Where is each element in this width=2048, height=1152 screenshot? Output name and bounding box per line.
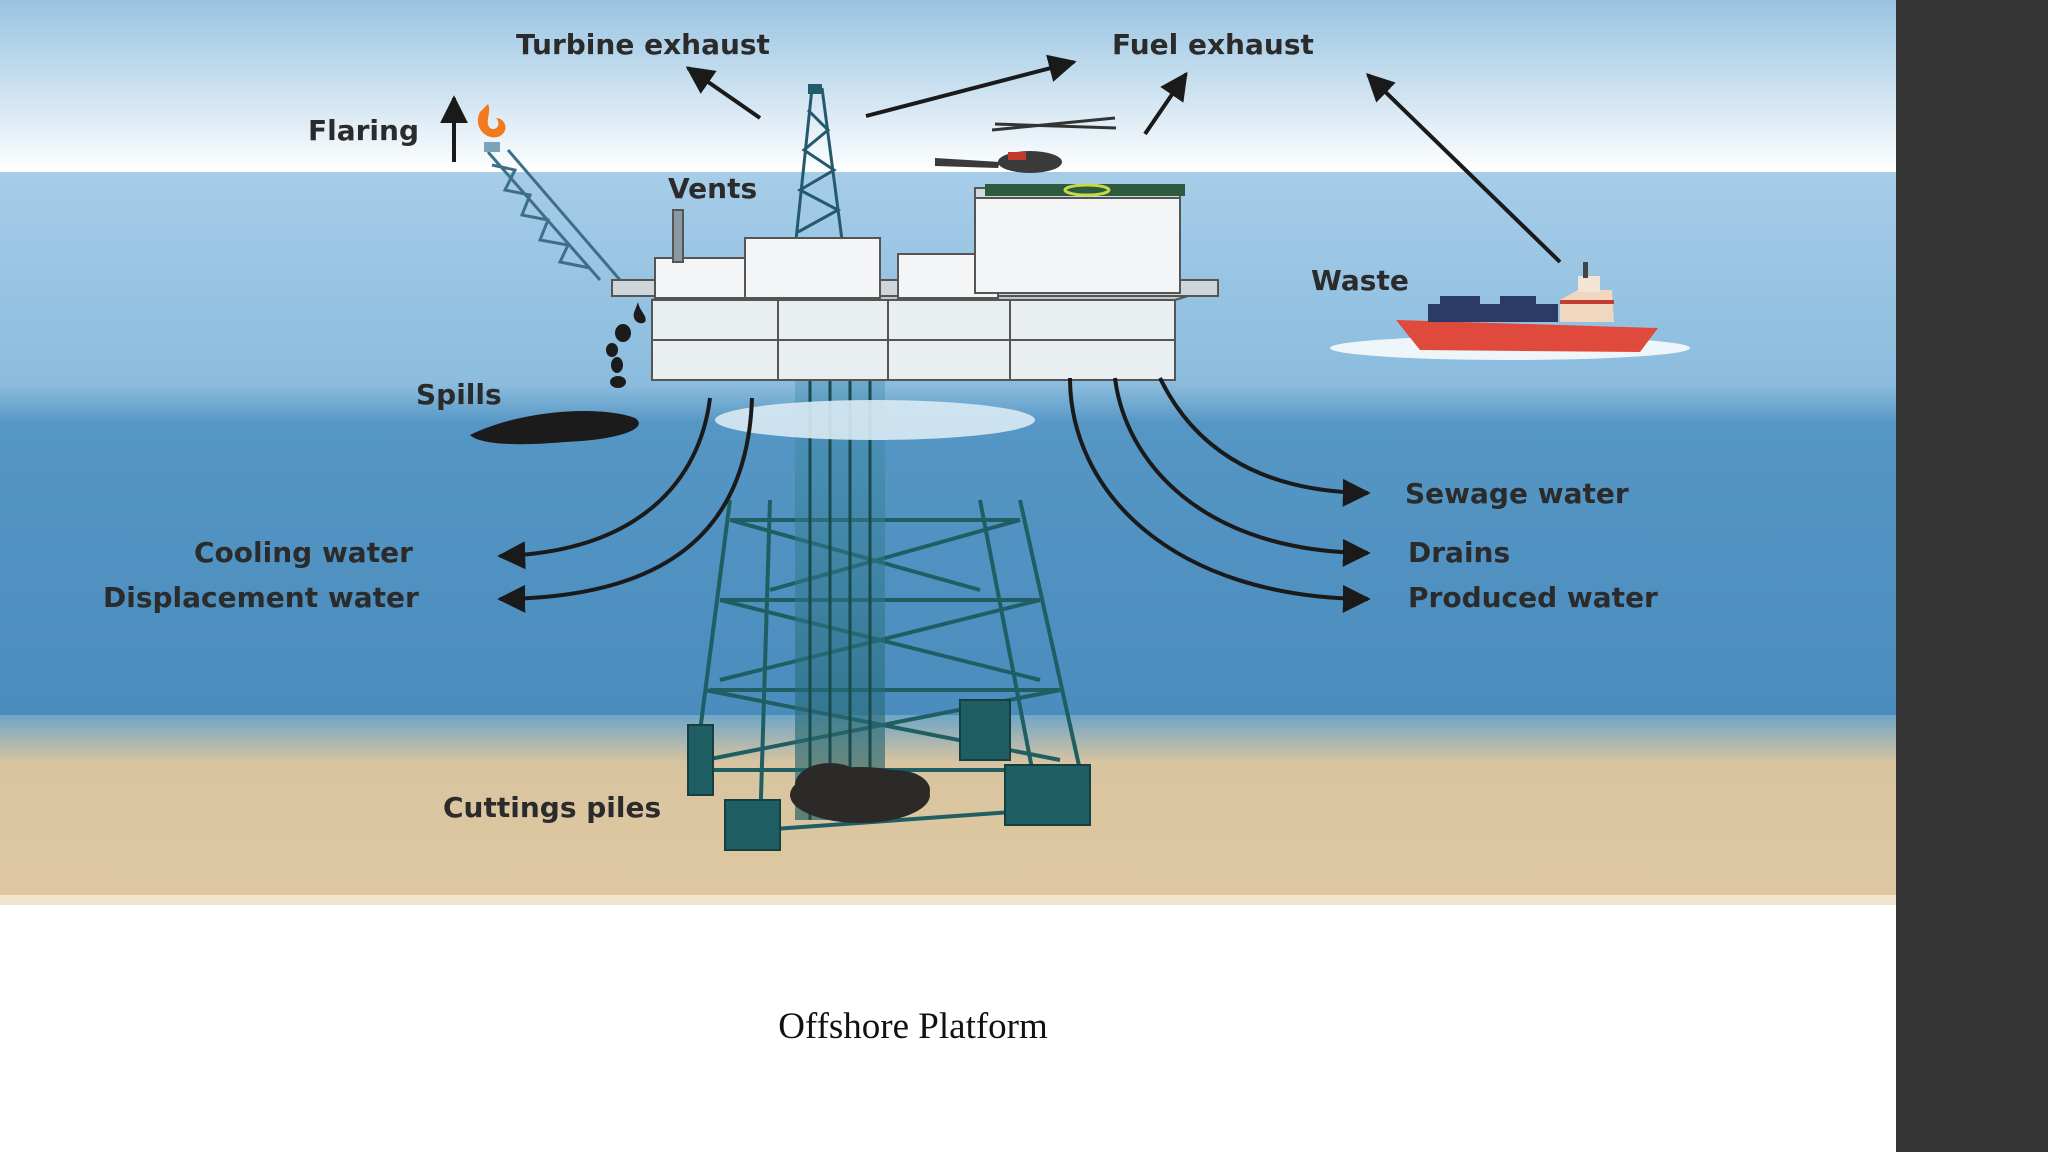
label-waste: Waste: [1311, 264, 1409, 297]
sky-band: [0, 0, 1896, 172]
arrow-cooling-water: [497, 397, 712, 570]
slide: Turbine exhaust Fuel exhaust Flaring Ven…: [0, 0, 1896, 1047]
label-cooling-water: Cooling water: [194, 536, 413, 569]
label-vents: Vents: [668, 172, 757, 205]
label-displacement-water: Displacement water: [103, 581, 419, 614]
label-cuttings-piles: Cuttings piles: [443, 791, 661, 824]
arrow-produced-water: [1068, 377, 1371, 613]
arrow-waste: [1365, 73, 1562, 264]
oil-spill-icon: [470, 302, 646, 445]
offshore-platform-diagram: Turbine exhaust Fuel exhaust Flaring Ven…: [0, 0, 1896, 905]
arrow-sewage-water: [1158, 377, 1371, 507]
label-produced-water: Produced water: [1408, 581, 1658, 614]
arrow-drains: [1113, 377, 1371, 567]
ship-icon: [1330, 262, 1690, 360]
flare-flame-icon: [477, 104, 506, 138]
label-drains: Drains: [1408, 536, 1510, 569]
label-fuel-exhaust: Fuel exhaust: [1112, 28, 1314, 61]
slide-caption: Offshore Platform: [778, 1006, 1048, 1047]
arrow-displacement-water: [497, 397, 754, 613]
label-flaring: Flaring: [308, 114, 419, 147]
presentation-side-bar: [1896, 0, 2048, 1152]
derrick: [794, 87, 844, 241]
arrow-fuel-exhaust-derrick: [865, 54, 1077, 118]
arrow-fuel-exhaust-heli: [1143, 71, 1188, 136]
helideck: [985, 184, 1185, 196]
seabed-band: [0, 715, 1896, 905]
label-turbine-exhaust: Turbine exhaust: [516, 28, 770, 61]
label-spills: Spills: [416, 378, 502, 411]
flare-boom: [486, 149, 622, 281]
cuttings-pile: [790, 763, 930, 823]
arrow-turbine-exhaust: [685, 66, 762, 120]
label-sewage-water: Sewage water: [1405, 477, 1629, 510]
deck-modules: [611, 187, 1219, 381]
helicopter-icon: [935, 116, 1117, 173]
